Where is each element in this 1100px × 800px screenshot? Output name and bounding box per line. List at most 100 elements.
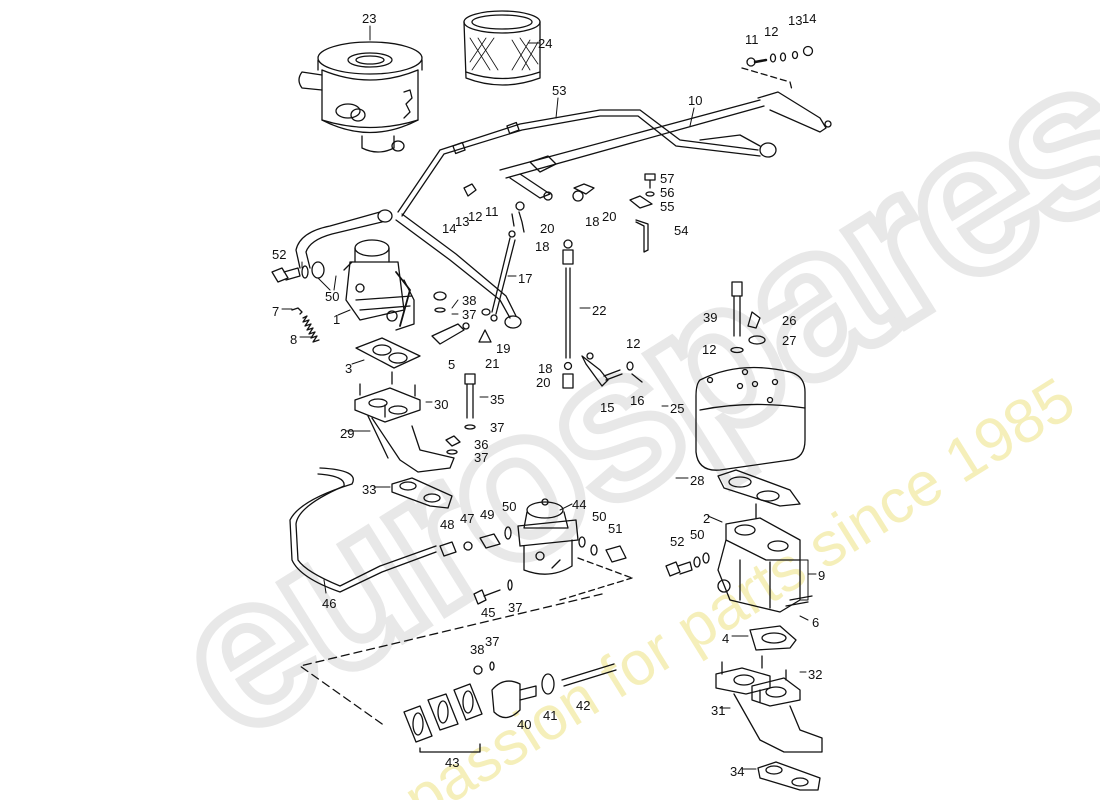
part-callout-28[interactable]: 28: [690, 473, 705, 488]
part-callout-31[interactable]: 31: [711, 703, 726, 718]
part-callout-20b[interactable]: 20: [540, 221, 555, 236]
banjo-bolt-left: [271, 265, 309, 283]
part-callout-37d[interactable]: 37: [508, 600, 523, 615]
part-callout-23[interactable]: 23: [362, 11, 377, 26]
part-callout-56[interactable]: 56: [660, 185, 675, 200]
part-callout-19[interactable]: 19: [496, 341, 511, 356]
banjo-bolt-right: [665, 552, 710, 577]
part-callout-6[interactable]: 6: [812, 615, 820, 630]
intake-manifold-right: [715, 655, 823, 753]
part-callout-48[interactable]: 48: [440, 517, 455, 532]
part-callout-12b[interactable]: 12: [468, 209, 483, 224]
part-callout-37c[interactable]: 37: [474, 450, 489, 465]
part-callout-42[interactable]: 42: [576, 698, 591, 713]
air-filter-element: [463, 10, 541, 86]
part-callout-18c[interactable]: 18: [538, 361, 553, 376]
part-callout-27[interactable]: 27: [782, 333, 797, 348]
part-callout-18a[interactable]: 18: [585, 214, 600, 229]
part-callout-57[interactable]: 57: [660, 171, 675, 186]
part-callout-52a[interactable]: 52: [272, 247, 287, 262]
part-callout-44[interactable]: 44: [572, 497, 587, 512]
part-callout-1[interactable]: 1: [333, 312, 341, 327]
part-callout-50d[interactable]: 50: [690, 527, 705, 542]
part-callout-33[interactable]: 33: [362, 482, 377, 497]
part-callout-7[interactable]: 7: [272, 304, 280, 319]
part-callout-46[interactable]: 46: [322, 596, 337, 611]
part-callout-50a[interactable]: 50: [325, 289, 340, 304]
part-callout-38a[interactable]: 38: [462, 293, 477, 308]
spring-and-clip: [291, 307, 320, 343]
throttle-linkage-rods: [397, 67, 832, 217]
part-callout-47[interactable]: 47: [460, 511, 475, 526]
carburettor-left: [343, 239, 415, 331]
part-callout-3[interactable]: 3: [345, 361, 353, 376]
air-cleaner-housing: [298, 41, 423, 153]
part-callout-11b[interactable]: 11: [485, 204, 499, 219]
part-callout-25[interactable]: 25: [670, 401, 685, 416]
part-callout-45[interactable]: 45: [481, 605, 496, 620]
part-callout-30[interactable]: 30: [434, 397, 449, 412]
part-callout-2[interactable]: 2: [703, 511, 711, 526]
part-callout-13b[interactable]: 13: [455, 214, 470, 229]
part-callout-20a[interactable]: 20: [602, 209, 617, 224]
part-callout-50b[interactable]: 50: [502, 499, 517, 514]
part-callout-10[interactable]: 10: [688, 93, 703, 108]
part-callout-35[interactable]: 35: [490, 392, 505, 407]
part-callout-18b[interactable]: 18: [535, 239, 550, 254]
part-callout-40[interactable]: 40: [517, 717, 532, 732]
part-callout-49[interactable]: 49: [480, 507, 495, 522]
fuel-pump-fittings: [439, 526, 512, 557]
part-callout-38b[interactable]: 38: [470, 642, 485, 657]
fuel-pump-bolt: [559, 536, 633, 601]
part-callout-39[interactable]: 39: [703, 310, 718, 325]
part-callout-16[interactable]: 16: [630, 393, 645, 408]
part-callout-53[interactable]: 53: [552, 83, 567, 98]
part-callout-12a[interactable]: 12: [764, 24, 779, 39]
part-callout-55[interactable]: 55: [660, 199, 675, 214]
part-callout-11a[interactable]: 11: [745, 32, 759, 47]
part-callout-4[interactable]: 4: [722, 631, 730, 646]
part-callout-26[interactable]: 26: [782, 313, 797, 328]
part-callout-24[interactable]: 24: [538, 36, 553, 51]
part-callout-50c[interactable]: 50: [592, 509, 607, 524]
pump-mounting-parts: [403, 661, 617, 753]
part-callout-17[interactable]: 17: [518, 271, 533, 286]
carb-gasket-left: [355, 337, 421, 369]
part-callout-20c[interactable]: 20: [536, 375, 551, 390]
part-callout-14b[interactable]: 14: [442, 221, 457, 236]
part-callout-51[interactable]: 51: [608, 521, 623, 536]
callout-leader-lines: [281, 25, 817, 770]
part-callout-34[interactable]: 34: [730, 764, 745, 779]
part-callout-37a[interactable]: 37: [462, 307, 477, 322]
part-callout-32[interactable]: 32: [808, 667, 823, 682]
part-callout-54[interactable]: 54: [674, 223, 689, 238]
part-callout-29[interactable]: 29: [340, 426, 355, 441]
part-callout-37e[interactable]: 37: [485, 634, 500, 649]
part-callout-37b[interactable]: 37: [490, 420, 505, 435]
part-callout-12d[interactable]: 12: [702, 342, 717, 357]
bracket-assembly: [629, 173, 656, 253]
carb-base-gasket: [749, 625, 797, 651]
part-callout-13a[interactable]: 13: [788, 13, 803, 28]
part-callout-41[interactable]: 41: [543, 708, 558, 723]
part-callout-9[interactable]: 9: [818, 568, 826, 583]
part-callout-8[interactable]: 8: [290, 332, 298, 347]
part-callout-52b[interactable]: 52: [670, 534, 685, 549]
part-callout-22[interactable]: 22: [592, 303, 607, 318]
carb-gasket-right: [717, 469, 801, 507]
part-callout-15[interactable]: 15: [600, 400, 615, 415]
part-callout-5[interactable]: 5: [448, 357, 456, 372]
manifold-gasket-right: [757, 761, 821, 791]
part-callout-43[interactable]: 43: [445, 755, 460, 770]
carb-linkage-parts: [431, 291, 491, 345]
part-callout-14a[interactable]: 14: [802, 11, 817, 26]
carburettor-right: [717, 503, 813, 613]
fuel-line-upper: [295, 209, 522, 329]
pump-mounting-bolt: [473, 579, 513, 605]
part-callout-21[interactable]: 21: [485, 356, 500, 371]
part-callout-12c[interactable]: 12: [626, 336, 641, 351]
part-callout-36[interactable]: 36: [474, 437, 489, 452]
bellcrank-lever: [581, 352, 643, 387]
